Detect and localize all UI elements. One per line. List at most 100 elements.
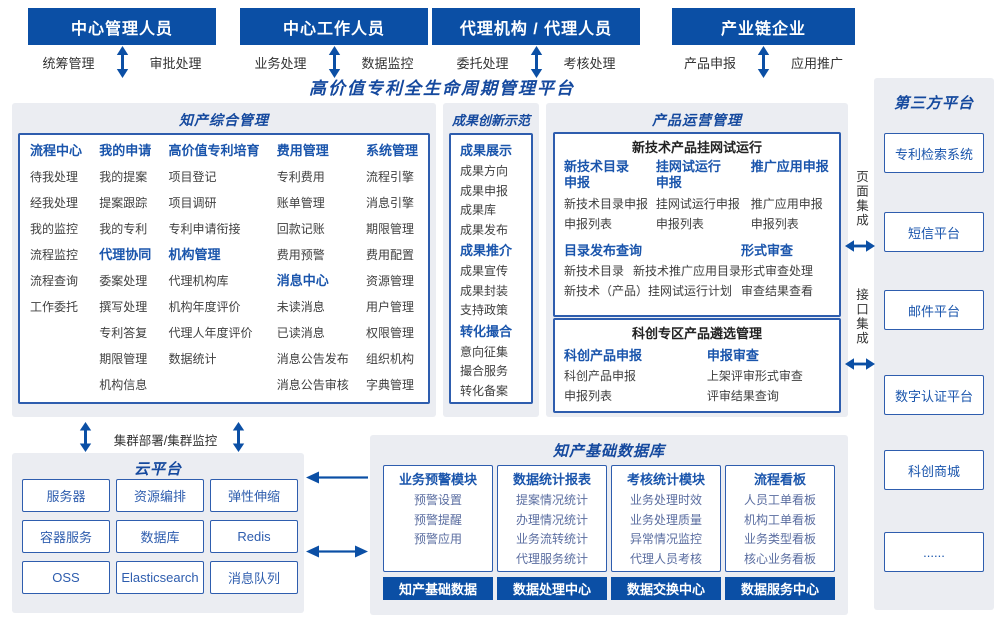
cloud-service-item: OSS [22,561,110,594]
module-item: 已读消息 [276,326,325,340]
module-item: 成果申报 [460,183,509,198]
module-item: 评审结果查询 [706,389,779,403]
module-item: 撰写处理 [99,300,148,314]
action-label: 委托处理 [456,55,509,71]
action-label: 审批处理 [149,55,202,71]
vertical-double-arrow-icon [328,46,340,78]
module-item: 新技术（产品）挂网试运行计划 [564,284,733,298]
module-item: 未读消息 [276,300,325,314]
new-tech-trial-box: 新技术产品挂网试运行 新技术目录申报 新技术目录申报 申报列表 挂网试运行申报 … [553,132,841,317]
module-item: 预警设置 [413,493,462,507]
module-item: 业务处理时效 [629,493,702,507]
third-party-item: 短信平台 [884,212,984,252]
third-party-item: ...... [884,532,984,572]
cloud-service-label: 服务器 [46,489,86,504]
cloud-service-label: Redis [237,529,271,544]
cloud-service-label: 资源编排 [133,489,186,504]
module-group-title: 申报审查 [706,348,759,363]
module-group-title: 目录发布查询 [564,243,643,258]
module-group-title: 代理协同 [99,247,152,262]
module-group-title: 科创产品申报 [564,348,643,363]
module-item: 业务处理质量 [629,512,702,527]
selection-row: 科创产品申报 科创产品申报 申报列表 申报审查 上架评审形式审查 评审结果查询 [564,345,830,406]
module-group-title: 成果推介 [460,243,513,258]
module-item: 预警应用 [413,532,462,546]
db-bar-label: 数据服务中心 [740,582,819,597]
panel-title: 第三方平台 [893,95,974,112]
module-item: 申报列表 [564,389,613,403]
module-item: 转化备案 [460,383,509,398]
module-item: 项目调研 [168,196,217,210]
module-item: 业务类型看板 [743,532,816,546]
db-bar-item: 知产基础数据 [383,577,493,600]
third-party-item: 专利检索系统 [884,133,984,173]
module-item: 字典管理 [365,378,414,392]
module-item: 异常情况监控 [629,532,702,546]
module-item: 办理情况统计 [515,512,588,527]
panel-third-party: 第三方平台 专利检索系统 短信平台 邮件平台 数字认证平台 科创商城 .....… [874,78,994,610]
ip-column-process-center: 流程中心 待我处理 经我处理 我的监控 流程监控 流程查询 工作委托 [30,138,82,399]
horizontal-double-arrow-icon [845,358,875,370]
cloud-service-label: 容器服务 [39,530,92,545]
user-role-actions-1: 统筹管理 审批处理 [28,45,216,79]
catalog-review-row: 目录发布查询 新技术目录新技术推广应用目录 新技术（产品）挂网试运行计划 形式审… [564,241,830,301]
module-item: 机构工单看板 [743,512,816,527]
module-item: 预警提醒 [413,512,462,527]
module-item: 流程引擎 [365,170,414,184]
module-item: 核心业务看板 [743,551,816,566]
module-item: 账单管理 [276,196,325,210]
catalog-col: 目录发布查询 新技术目录新技术推广应用目录 新技术（产品）挂网试运行计划 [564,241,741,301]
user-role-title: 中心管理人员 [70,20,173,38]
third-party-label: 科创商城 [907,463,960,479]
subsection-title: 新技术产品挂网试运行 [631,140,762,155]
module-item: 我的监控 [30,222,79,236]
panel-cloud: 云平台 服务器 资源编排 弹性伸缩 容器服务 数据库 Redis OSS Ela… [12,453,304,613]
module-item: 资源管理 [365,274,414,288]
ip-modules-box: 流程中心 待我处理 经我处理 我的监控 流程监控 流程查询 工作委托 我的申请 … [18,133,430,404]
panel-title: 知产综合管理 [179,112,269,128]
db-column-alert: 业务预警模块 预警设置 预警提醒 预警应用 [383,465,493,572]
module-item: 申报列表 [564,217,613,231]
third-party-label: 专利检索系统 [894,146,973,162]
user-role-header-enterprises: 产业链企业 [672,8,855,45]
db-column-statistics: 数据统计报表 提案情况统计 办理情况统计 业务流转统计 代理服务统计 [497,465,607,572]
module-item: 期限管理 [99,352,148,366]
cloud-service-item: 容器服务 [22,520,110,553]
module-group-title: 消息中心 [276,273,329,288]
module-item: 意向征集 [460,344,509,359]
module-item: 挂网试运行申报 [655,197,740,211]
cluster-deploy-label: 集群部署/集群监控 [113,434,218,448]
sci-innovation-selection-box: 科创专区产品遴选管理 科创产品申报 科创产品申报 申报列表 申报审查 上架评审形… [553,318,841,413]
cloud-services-grid: 服务器 资源编排 弹性伸缩 容器服务 数据库 Redis OSS Elastic… [22,479,298,594]
module-item: 新技术目录申报 [564,197,649,211]
module-group-title: 数据统计报表 [512,472,591,487]
module-item: 提案跟踪 [99,196,148,210]
module-item: 组织机构 [365,352,414,366]
module-item: 权限管理 [365,326,414,340]
module-group-title: 转化撮合 [460,323,513,339]
user-role-actions-4: 产品申报 应用推广 [672,45,855,79]
ip-column-patent-cultivation: 高价值专利培育 项目登记 项目调研 专利申请衔接 机构管理 代理机构库 机构年度… [168,138,259,399]
module-item: 代理人年度评价 [168,326,253,340]
cloud-service-label: 消息队列 [227,571,280,586]
achievement-modules-box: 成果展示 成果方向 成果申报 成果库 成果发布 成果推介 成果宣传 成果封装 支… [449,133,533,404]
module-item: 新技术目录 [564,264,625,278]
third-party-label: ...... [923,544,945,560]
module-item: 上架评审形式审查 [706,369,803,383]
panel-title: 云平台 [133,461,182,478]
cloud-service-item: Elasticsearch [116,561,204,594]
vertical-double-arrow-icon [116,46,128,78]
module-group-title: 考核统计模块 [626,472,705,487]
user-role-title: 代理机构 / 代理人员 [459,20,613,38]
module-item: 工作委托 [30,300,79,314]
module-item: 专利申请衔接 [168,222,241,236]
panel-achievement-innovation: 成果创新示范 成果展示 成果方向 成果申报 成果库 成果发布 成果推介 成果宣传… [443,103,539,417]
db-bar-item: 数据交换中心 [611,577,721,600]
action-label: 统筹管理 [42,55,95,71]
db-bar-item: 数据处理中心 [497,577,607,600]
user-role-title: 中心工作人员 [282,20,385,38]
module-item: 代理人员考核 [629,551,702,566]
cloud-service-item: 消息队列 [210,561,298,594]
module-item: 人员工单看板 [743,493,816,507]
